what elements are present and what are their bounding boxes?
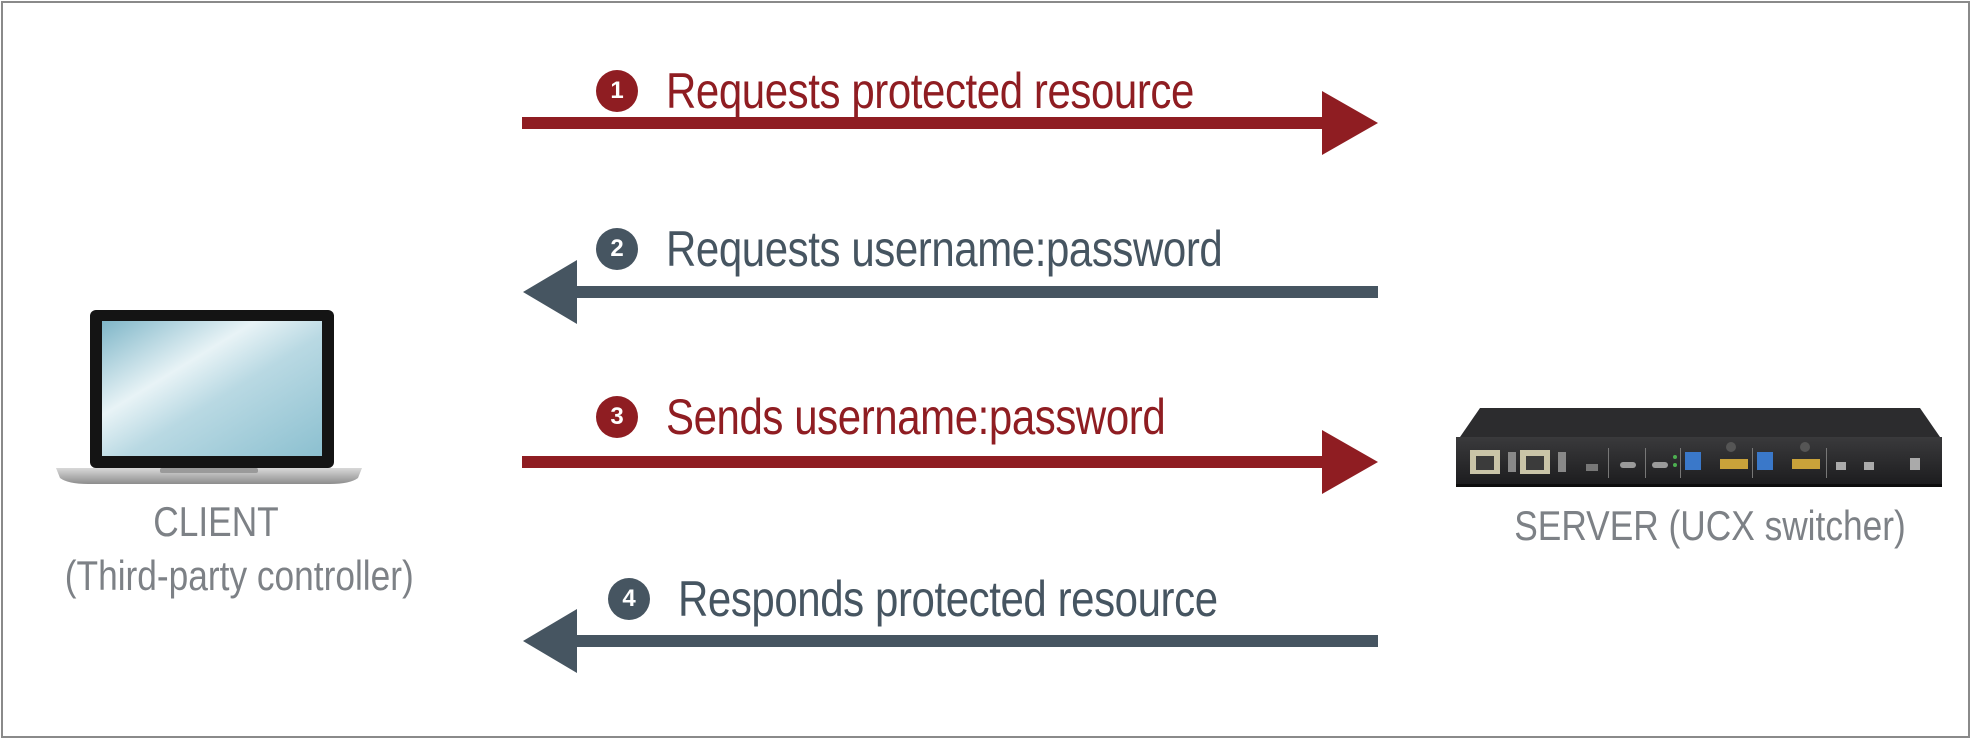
client-title: CLIENT <box>153 498 279 545</box>
arrow-step-1 <box>522 91 1378 155</box>
step-1: 1 Requests protected resource <box>596 62 1295 120</box>
step-label: Requests username:password <box>666 221 1223 277</box>
laptop-icon <box>56 310 362 484</box>
step-number-badge: 1 <box>596 70 638 112</box>
step-number-badge: 4 <box>608 578 650 620</box>
arrow-step-4 <box>523 609 1378 673</box>
server-label: SERVER (UCX switcher) <box>1514 502 1906 549</box>
client-label: CLIENT (Third-party controller) <box>64 498 414 600</box>
step-label: Sends username:password <box>666 389 1166 445</box>
step-label: Requests protected resource <box>666 63 1194 119</box>
step-label: Responds protected resource <box>678 571 1218 627</box>
arrow-step-3 <box>522 430 1378 494</box>
step-2: 2 Requests username:password <box>596 220 1328 278</box>
ucx-switcher-device <box>1456 408 1942 487</box>
step-4: 4 Responds protected resource <box>608 570 1320 628</box>
arrow-step-2 <box>523 260 1378 324</box>
step-number-badge: 2 <box>596 228 638 270</box>
client-subtitle: (Third-party controller) <box>64 552 414 599</box>
step-3: 3 Sends username:password <box>596 388 1260 446</box>
step-number-badge: 3 <box>596 396 638 438</box>
